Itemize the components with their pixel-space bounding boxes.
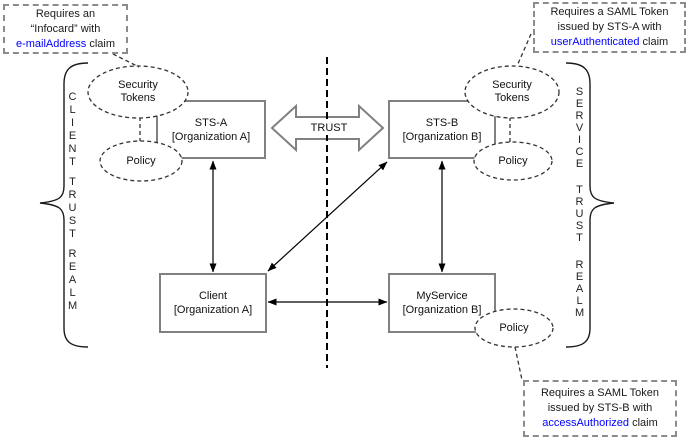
client-label: Client [Organization A] [160,274,266,332]
policy-oval-sts-a [99,140,183,182]
service-realm-word-realm: REALM [575,259,585,319]
service-realm-word-trust: TRUST [575,184,584,244]
node-org: [Organization A] [171,130,251,143]
oval-text: Policy [126,154,156,167]
oval-text: Policy [499,321,529,334]
policy-label-myservice: Policy [474,318,554,338]
policy-oval-myservice [474,308,554,348]
callout-text: Requires a SAML Token [550,6,669,18]
sts-b-box [388,100,496,159]
oval-text: Security [118,79,158,91]
security-tokens-oval-left [87,65,189,119]
saml-sts-b-requirement-callout: Requires a SAML Token issued by STS-B wi… [523,380,677,437]
node-org: [Organization B] [402,130,482,143]
claim-name: e-mailAddress [15,37,87,50]
callout-text: claim [86,37,116,50]
sts-a-label: STS-A [Organization A] [157,101,265,158]
callout-text: issued by STS-A with [557,21,662,33]
oval-text: Policy [498,154,528,167]
node-name: MyService [416,290,468,302]
service-realm-brace [565,62,615,348]
client-realm-word-client: CLIENT [68,91,77,168]
client-realm-word-realm: REALM [68,248,78,312]
callout-text: “Infocard” with [30,22,101,35]
node-name: STS-B [425,116,459,129]
callout-text: Requires a SAML Token [540,387,659,399]
callout-text: claim [639,36,669,48]
saml-sts-a-callout-pointer [516,33,532,67]
node-name: Client [198,290,228,302]
sts-b-label: STS-B [Organization B] [389,101,495,158]
myservice-label: MyService [Organization B] [389,274,495,332]
callout-text: issued by STS-B with [547,402,653,414]
security-tokens-label-right: Security Tokens [462,66,562,118]
infocard-requirement-callout: Requires an “Infocard” with e-mailAddres… [3,4,128,54]
oval-text: Security [492,79,532,91]
client-box [159,273,267,333]
trust-arrow-label: TRUST [306,121,352,135]
callout-text: Requires an [35,7,96,20]
security-tokens-label-left: Security Tokens [88,66,188,118]
node-org: [Organization B] [402,304,482,316]
policy-label-sts-b: Policy [473,151,553,171]
oval-text: Tokens [120,92,156,104]
claim-name: userAuthenticated [550,36,640,48]
policy-oval-sts-b [473,141,553,181]
saml-sts-a-requirement-callout: Requires a SAML Token issued by STS-A wi… [533,2,686,53]
saml-sts-b-callout-pointer [514,346,523,381]
client-realm-brace [39,62,89,348]
oval-text: Tokens [494,92,530,104]
client-realm-word-trust: TRUST [68,176,77,240]
claim-name: accessAuthorized [542,417,630,429]
node-name: STS-A [194,116,228,129]
callout-text: claim [629,417,658,429]
node-org: [Organization A] [173,304,253,316]
policy-label-sts-a: Policy [101,151,181,171]
sts-a-box [156,100,266,159]
infocard-callout-pointer [112,53,140,68]
service-realm-word-service: SERVICE [575,86,584,170]
security-tokens-oval-right [464,65,560,119]
